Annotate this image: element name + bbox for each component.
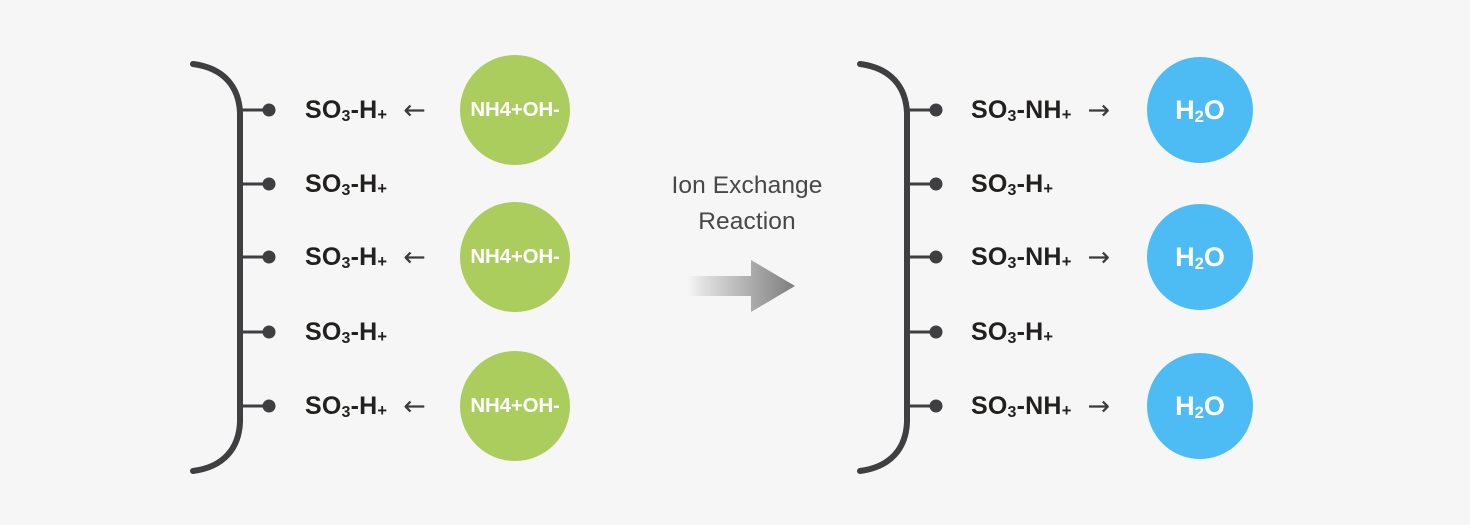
ammonium-hydroxide-label-1: NH4+OH- xyxy=(470,97,560,121)
formula-right-1: SO3-NH+ xyxy=(971,95,1072,125)
reaction-title-line-1: Ion Exchange xyxy=(671,172,823,199)
formula-left-4: SO3-H+ xyxy=(305,317,388,347)
ammonium-hydroxide-circle-2: NH4+OH- xyxy=(460,202,570,312)
ammonium-hydroxide-label-3: NH4+OH- xyxy=(470,393,560,417)
water-label-1: H2O xyxy=(1175,94,1225,127)
water-label-3: H2O xyxy=(1175,390,1225,423)
arrow-left-in-5: ← xyxy=(403,390,426,422)
formula-right-5: SO3-NH+ xyxy=(971,391,1072,421)
left-row-2: SO3-H+ xyxy=(305,164,387,204)
right-row-1: SO3-NH+ → xyxy=(971,90,1110,130)
right-row-3: SO3-NH+ → xyxy=(971,237,1110,277)
left-polymer-backbone-bracket xyxy=(186,55,276,480)
ammonium-hydroxide-circle-1: NH4+OH- xyxy=(460,55,570,165)
reaction-title-line-2: Reaction xyxy=(698,207,796,235)
water-circle-1: H2O xyxy=(1147,57,1253,163)
formula-left-3: SO3-H+ xyxy=(305,242,388,272)
reaction-title: Ion Exchange Reaction xyxy=(616,168,878,239)
arrow-right-out-1: → xyxy=(1087,94,1111,126)
arrow-left-in-1: ← xyxy=(403,94,426,126)
arrow-right-out-3: → xyxy=(1087,241,1111,273)
left-row-4: SO3-H+ xyxy=(305,312,387,352)
right-bond-stubs xyxy=(853,55,943,480)
formula-right-3: SO3-NH+ xyxy=(971,242,1072,272)
left-row-5: SO3-H+ ← xyxy=(305,386,426,426)
water-label-2: H2O xyxy=(1175,241,1225,274)
formula-left-1: SO3-H+ xyxy=(305,95,388,125)
water-circle-2: H2O xyxy=(1147,204,1253,310)
center-caption-block: Ion Exchange Reaction xyxy=(616,168,878,314)
formula-left-2: SO3-H+ xyxy=(305,169,388,199)
ammonium-hydroxide-label-2: NH4+OH- xyxy=(470,244,560,268)
left-bond-stubs xyxy=(186,55,276,480)
arrow-right-out-5: → xyxy=(1087,390,1111,422)
formula-right-4: SO3-H+ xyxy=(971,317,1054,347)
left-row-1: SO3-H+ ← xyxy=(305,90,426,130)
formula-right-2: SO3-H+ xyxy=(971,169,1054,199)
water-circle-3: H2O xyxy=(1147,353,1253,459)
ammonium-hydroxide-circle-3: NH4+OH- xyxy=(460,351,570,461)
right-row-5: SO3-NH+ → xyxy=(971,386,1110,426)
right-polymer-backbone-bracket xyxy=(853,55,943,480)
right-row-2: SO3-H+ xyxy=(971,164,1053,204)
right-row-4: SO3-H+ xyxy=(971,312,1053,352)
formula-left-5: SO3-H+ xyxy=(305,391,388,421)
arrow-left-in-3: ← xyxy=(403,241,426,273)
reaction-direction-arrow-icon xyxy=(687,258,807,314)
left-row-3: SO3-H+ ← xyxy=(305,237,426,277)
